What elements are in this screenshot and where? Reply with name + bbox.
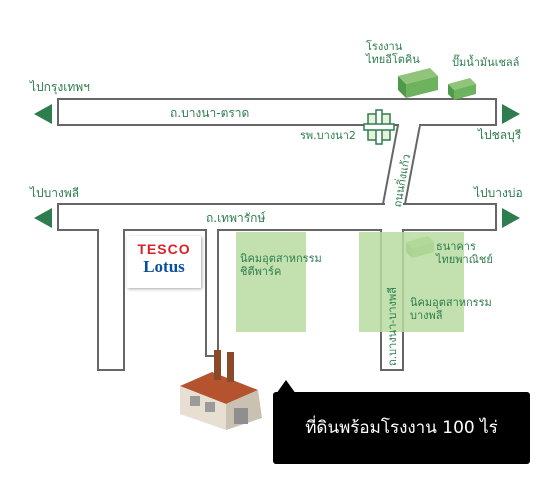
factory-building-icon	[398, 68, 438, 98]
logo-bottom-text: Lotus	[143, 257, 185, 276]
callout-text: ที่ดินพร้อมโรงงาน 100 ไร่	[305, 418, 498, 438]
arrow-right-icon	[502, 104, 520, 124]
direction-to-bangbo: ไปบางบ่อ	[474, 186, 523, 200]
industrial-estate-zone	[359, 232, 464, 332]
industrial-estate-zone	[236, 232, 306, 332]
hospital-icon	[363, 109, 395, 145]
arrow-left-icon	[34, 208, 52, 228]
label-gas-station: ปั๊มน้ำมันเชลล์	[452, 56, 520, 69]
label-factory: โรงงาน ไทยอีโตคิน	[366, 40, 420, 66]
direction-to-bangphli: ไปบางพลี	[30, 186, 80, 200]
tesco-lotus-logo: TESCO Lotus	[127, 236, 201, 288]
logo-top-text: TESCO	[137, 241, 191, 257]
road-bangna-trat	[57, 98, 497, 126]
label-bank: ธนาคาร ไทยพาณิชย์	[436, 240, 493, 266]
road-left-branch	[97, 229, 125, 371]
road-tesco-branch	[205, 229, 219, 357]
callout-pointer	[276, 380, 296, 394]
road-theparak	[57, 203, 497, 231]
gas-station-icon	[448, 78, 476, 100]
label-estate-bangphli: นิคมอุตสาหกรรม บางพลี	[410, 296, 492, 322]
label-estate-city-park: นิคมอุตสาหกรรม ชิตีพาร์ค	[240, 252, 322, 278]
road-label-theparak: ถ.เทพารักษ์	[206, 211, 266, 225]
direction-to-bangkok: ไปกรุงเทพฯ	[30, 80, 90, 94]
factory-icon	[180, 350, 262, 430]
road-label-bangna-trat: ถ.บางนา-ตราด	[170, 106, 250, 120]
direction-to-chonburi: ไปชลบุรี	[478, 128, 522, 142]
arrow-left-icon	[34, 104, 52, 124]
callout-box: ที่ดินพร้อมโรงงาน 100 ไร่	[273, 392, 530, 464]
label-hospital: รพ.บางนา2	[300, 129, 356, 142]
arrow-right-icon	[502, 208, 520, 228]
road-label-bangna-bangphli: ถ.บางนา-บางพลี	[386, 287, 399, 366]
